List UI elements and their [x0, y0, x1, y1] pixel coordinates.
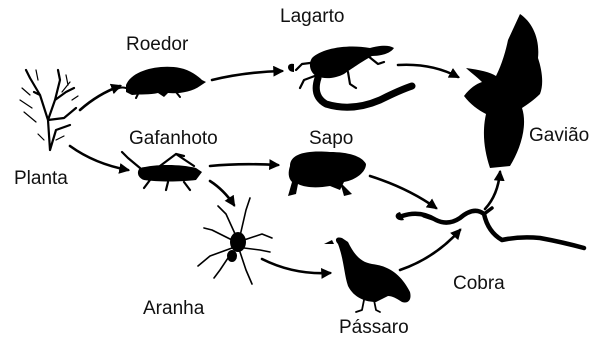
arrow-planta-gafanhoto	[70, 146, 128, 170]
toad-icon	[288, 152, 366, 196]
lizard-icon	[288, 46, 412, 108]
spider-icon	[198, 198, 272, 284]
label-sapo: Sapo	[309, 128, 353, 149]
arrow-planta-roedor	[80, 86, 120, 110]
arrows	[70, 65, 500, 273]
label-lagarto: Lagarto	[280, 6, 344, 27]
label-planta: Planta	[14, 168, 68, 189]
arrow-sapo-cobra	[370, 176, 436, 208]
grasshopper-icon	[122, 152, 202, 190]
label-roedor: Roedor	[126, 34, 189, 55]
arrow-lagarto-gaviao	[398, 65, 458, 77]
arrow-aranha-passaro	[262, 259, 330, 273]
label-passaro: Pássaro	[339, 317, 409, 337]
arrow-roedor-lagarto	[212, 71, 282, 80]
arrow-passaro-cobra	[400, 230, 460, 270]
label-aranha: Aranha	[143, 298, 205, 319]
arrow-cobra-gaviao	[485, 172, 500, 209]
snake-icon	[396, 208, 584, 248]
arrow-gafanhoto-aranha	[210, 181, 234, 205]
label-gaviao: Gavião	[529, 125, 589, 146]
label-cobra: Cobra	[453, 273, 505, 294]
label-gafanhoto: Gafanhoto	[129, 128, 218, 149]
rodent-icon	[114, 67, 206, 98]
plant-icon	[20, 70, 78, 150]
bird-icon	[324, 237, 411, 312]
arrow-gafanhoto-sapo	[210, 164, 278, 166]
